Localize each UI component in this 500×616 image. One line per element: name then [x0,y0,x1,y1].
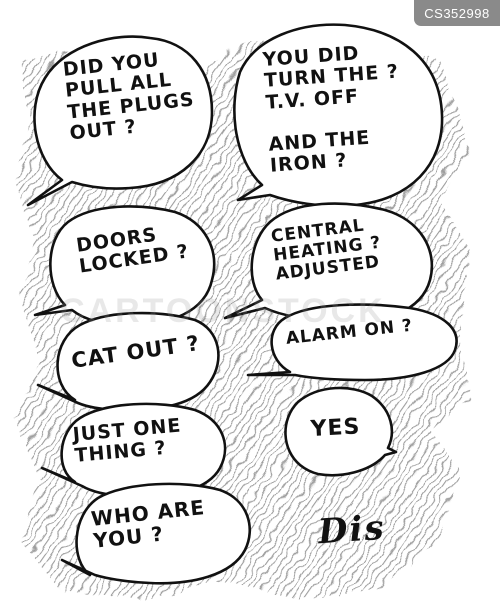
stock-id-badge: CS352998 [414,0,500,26]
bubble-text-tv: You didturn the ?T.V. off And theiron ? [262,41,406,178]
speech-bubble-who [60,482,252,585]
speech-bubble-alarm [246,303,458,382]
bubble-line: Yes [309,414,362,442]
speech-bubble-plugs [26,35,214,207]
speech-bubble-yes [284,386,398,477]
bubble-text-yes: Yes [309,414,362,442]
artist-signature: Dis [316,507,387,553]
bubble-text-plugs: Did youpull allthe plugsout ? [62,47,198,145]
